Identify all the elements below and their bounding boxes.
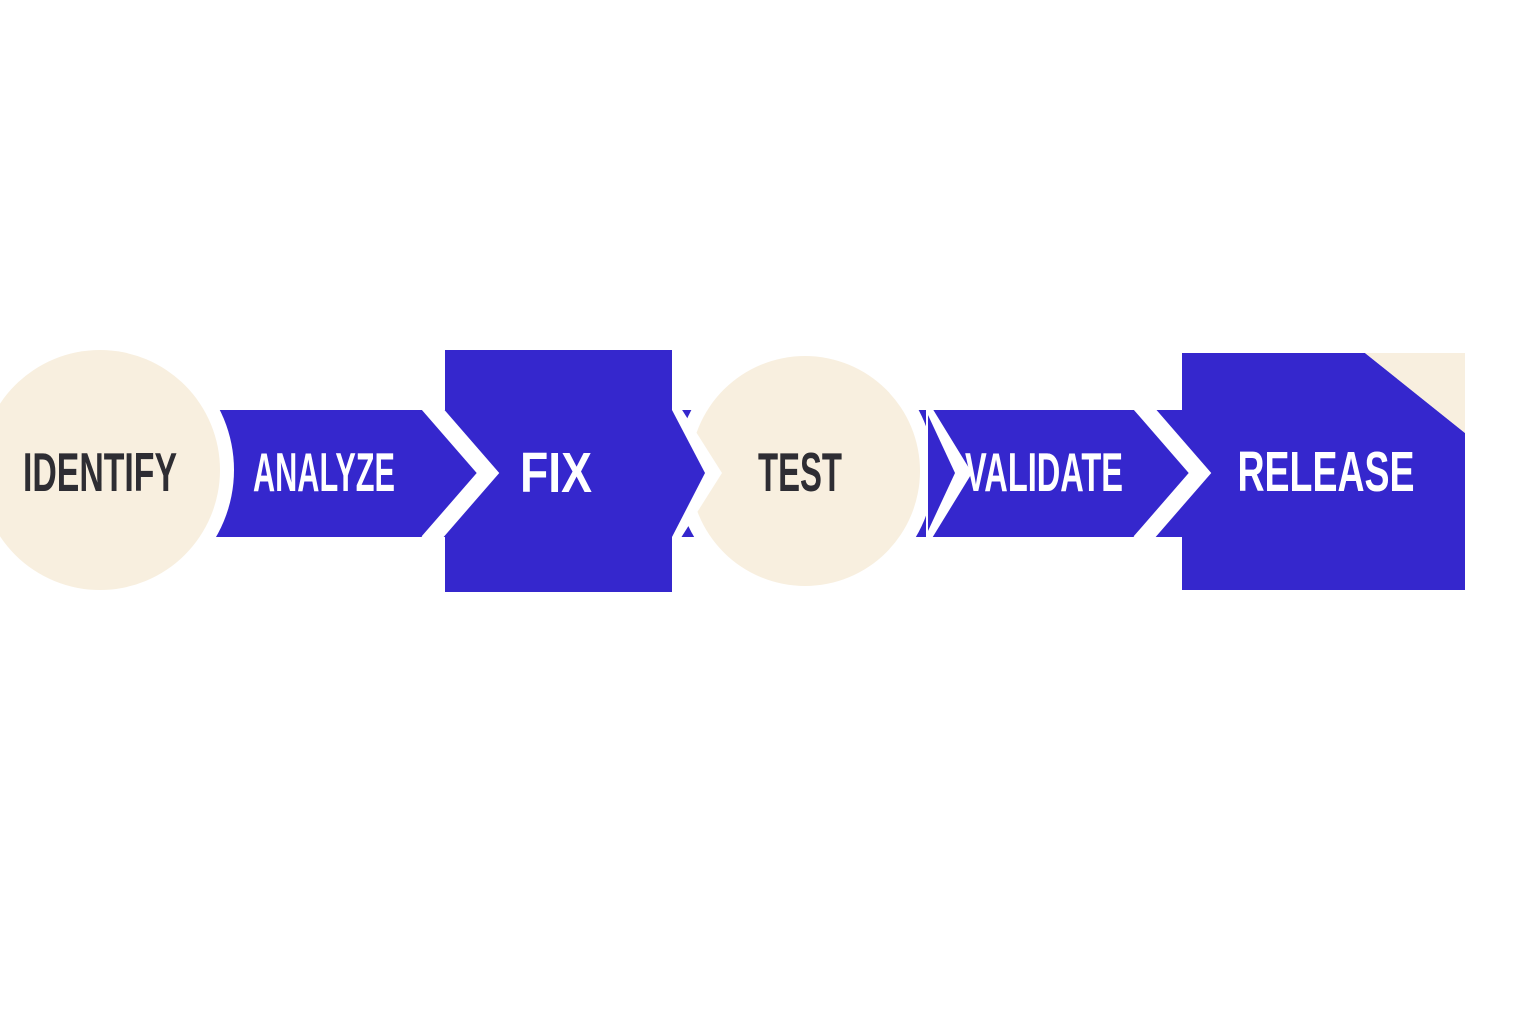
test-arrow-tip <box>928 415 955 531</box>
chevron-separator-analyze-fix <box>421 398 500 548</box>
chevron-separator-validate-release <box>1133 398 1212 548</box>
stage-label-analyze: ANALYZE <box>253 441 395 503</box>
stage-label-release: RELEASE <box>1238 440 1415 504</box>
fix-arrow-tip <box>672 410 705 537</box>
stage-label-validate: VALIDATE <box>965 441 1123 503</box>
stage-label-fix: FIX <box>520 441 592 505</box>
stage-label-test: TEST <box>758 441 842 503</box>
test-circle <box>690 356 920 586</box>
stage-label-identify: IDENTIFY <box>23 441 177 503</box>
release-corner-cut <box>1365 353 1465 433</box>
release-square <box>1182 353 1465 590</box>
identify-circle <box>0 350 220 590</box>
